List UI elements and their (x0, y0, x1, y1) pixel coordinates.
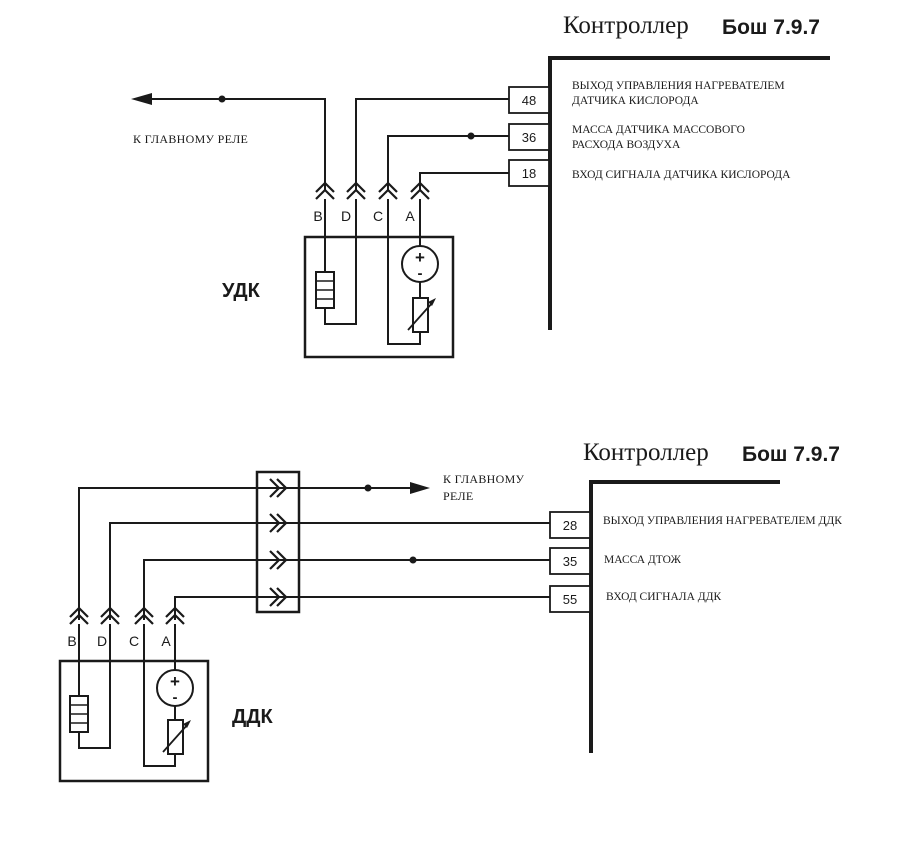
top-connector-chevrons (315, 181, 430, 200)
top-controller-title-a: Контроллер (563, 12, 689, 39)
bottom-junction-35 (409, 556, 417, 564)
top-pin-18: 18 (508, 159, 550, 187)
svg-text:48: 48 (522, 93, 536, 108)
top-diagram: Контроллер Бош 7.9.7 48 36 18 ВЫХОД УПРА… (131, 12, 830, 359)
bottom-relay-label-1: К ГЛАВНОМУ (443, 472, 525, 486)
top-letter-c: C (373, 208, 383, 224)
svg-text:-: - (173, 689, 178, 706)
svg-text:+: + (415, 248, 425, 267)
top-heater-icon (315, 271, 335, 309)
bottom-letter-d: D (97, 633, 107, 649)
svg-text:18: 18 (522, 166, 536, 181)
top-sensor-label: УДК (222, 280, 261, 302)
svg-text:28: 28 (563, 518, 577, 533)
svg-text:36: 36 (522, 130, 536, 145)
top-junction-relay (218, 95, 226, 103)
bottom-connector-chevrons (69, 606, 185, 625)
top-pin-48-desc-1: ВЫХОД УПРАВЛЕНИЯ НАГРЕВАТЕЛЕМ (572, 80, 785, 92)
top-letter-b: B (313, 208, 322, 224)
bottom-letter-c: C (129, 633, 139, 649)
bottom-wire-b-relay (78, 487, 415, 620)
top-controller-title-b: Бош 7.9.7 (722, 16, 820, 39)
bottom-relay-label-2: РЕЛЕ (443, 489, 474, 503)
top-pin-36-desc-1: МАССА ДАТЧИКА МАССОВОГО (572, 124, 745, 136)
bottom-wire-d-28 (109, 522, 550, 620)
bottom-pin-35-desc: МАССА ДТОЖ (604, 554, 682, 566)
bottom-pin-28-desc: ВЫХОД УПРАВЛЕНИЯ НАГРЕВАТЕЛЕМ ДДК (603, 515, 842, 527)
top-pin-18-desc-1: ВХОД СИГНАЛА ДАТЧИКА КИСЛОРОДА (572, 169, 791, 181)
bottom-letter-a: A (161, 633, 171, 649)
svg-text:55: 55 (563, 592, 577, 607)
top-pin-48-desc-2: ДАТЧИКА КИСЛОРОДА (572, 95, 699, 107)
top-wire-a-18 (419, 172, 509, 190)
bottom-heater-icon (69, 695, 89, 733)
top-voltage-source-icon: + - (401, 245, 439, 283)
top-relay-label: К ГЛАВНОМУ РЕЛЕ (133, 132, 248, 146)
bottom-relay-arrow (410, 482, 430, 494)
bottom-controller-title-b: Бош 7.9.7 (742, 443, 840, 466)
bottom-connector-block-chevrons (269, 478, 288, 607)
top-pin-36: 36 (508, 123, 550, 151)
top-letter-d: D (341, 208, 351, 224)
bottom-letter-b: B (67, 633, 76, 649)
top-variable-resistor-icon (407, 297, 436, 333)
bottom-pin-55-desc: ВХОД СИГНАЛА ДДК (606, 591, 721, 603)
top-pin-48: 48 (508, 86, 550, 114)
top-relay-arrow (131, 93, 152, 105)
svg-text:35: 35 (563, 554, 577, 569)
bottom-junction-relay (364, 484, 372, 492)
bottom-pin-55: 55 (549, 585, 591, 613)
svg-text:-: - (418, 265, 423, 282)
bottom-pin-28: 28 (549, 511, 591, 539)
svg-text:+: + (170, 672, 180, 691)
bottom-pin-35: 35 (549, 547, 591, 575)
top-pin-36-desc-2: РАСХОДА ВОЗДУХА (572, 139, 681, 151)
bottom-voltage-source-icon: + - (156, 669, 194, 707)
bottom-diagram: Контроллер Бош 7.9.7 28 35 55 ВЫХОД УПРА… (58, 439, 842, 783)
bottom-controller-title-a: Контроллер (583, 439, 709, 466)
bottom-variable-resistor-icon (162, 719, 191, 755)
top-wire-c-36 (387, 135, 509, 190)
bottom-sensor-label: ДДК (232, 706, 273, 728)
top-wire-b-relay (145, 98, 326, 190)
top-wire-d-48 (355, 98, 509, 190)
top-letter-a: A (405, 208, 415, 224)
bottom-intermediate-connector (255, 470, 301, 614)
top-junction-36 (467, 132, 475, 140)
bottom-wire-c-35 (143, 559, 550, 620)
bottom-wire-a-55 (174, 596, 550, 620)
